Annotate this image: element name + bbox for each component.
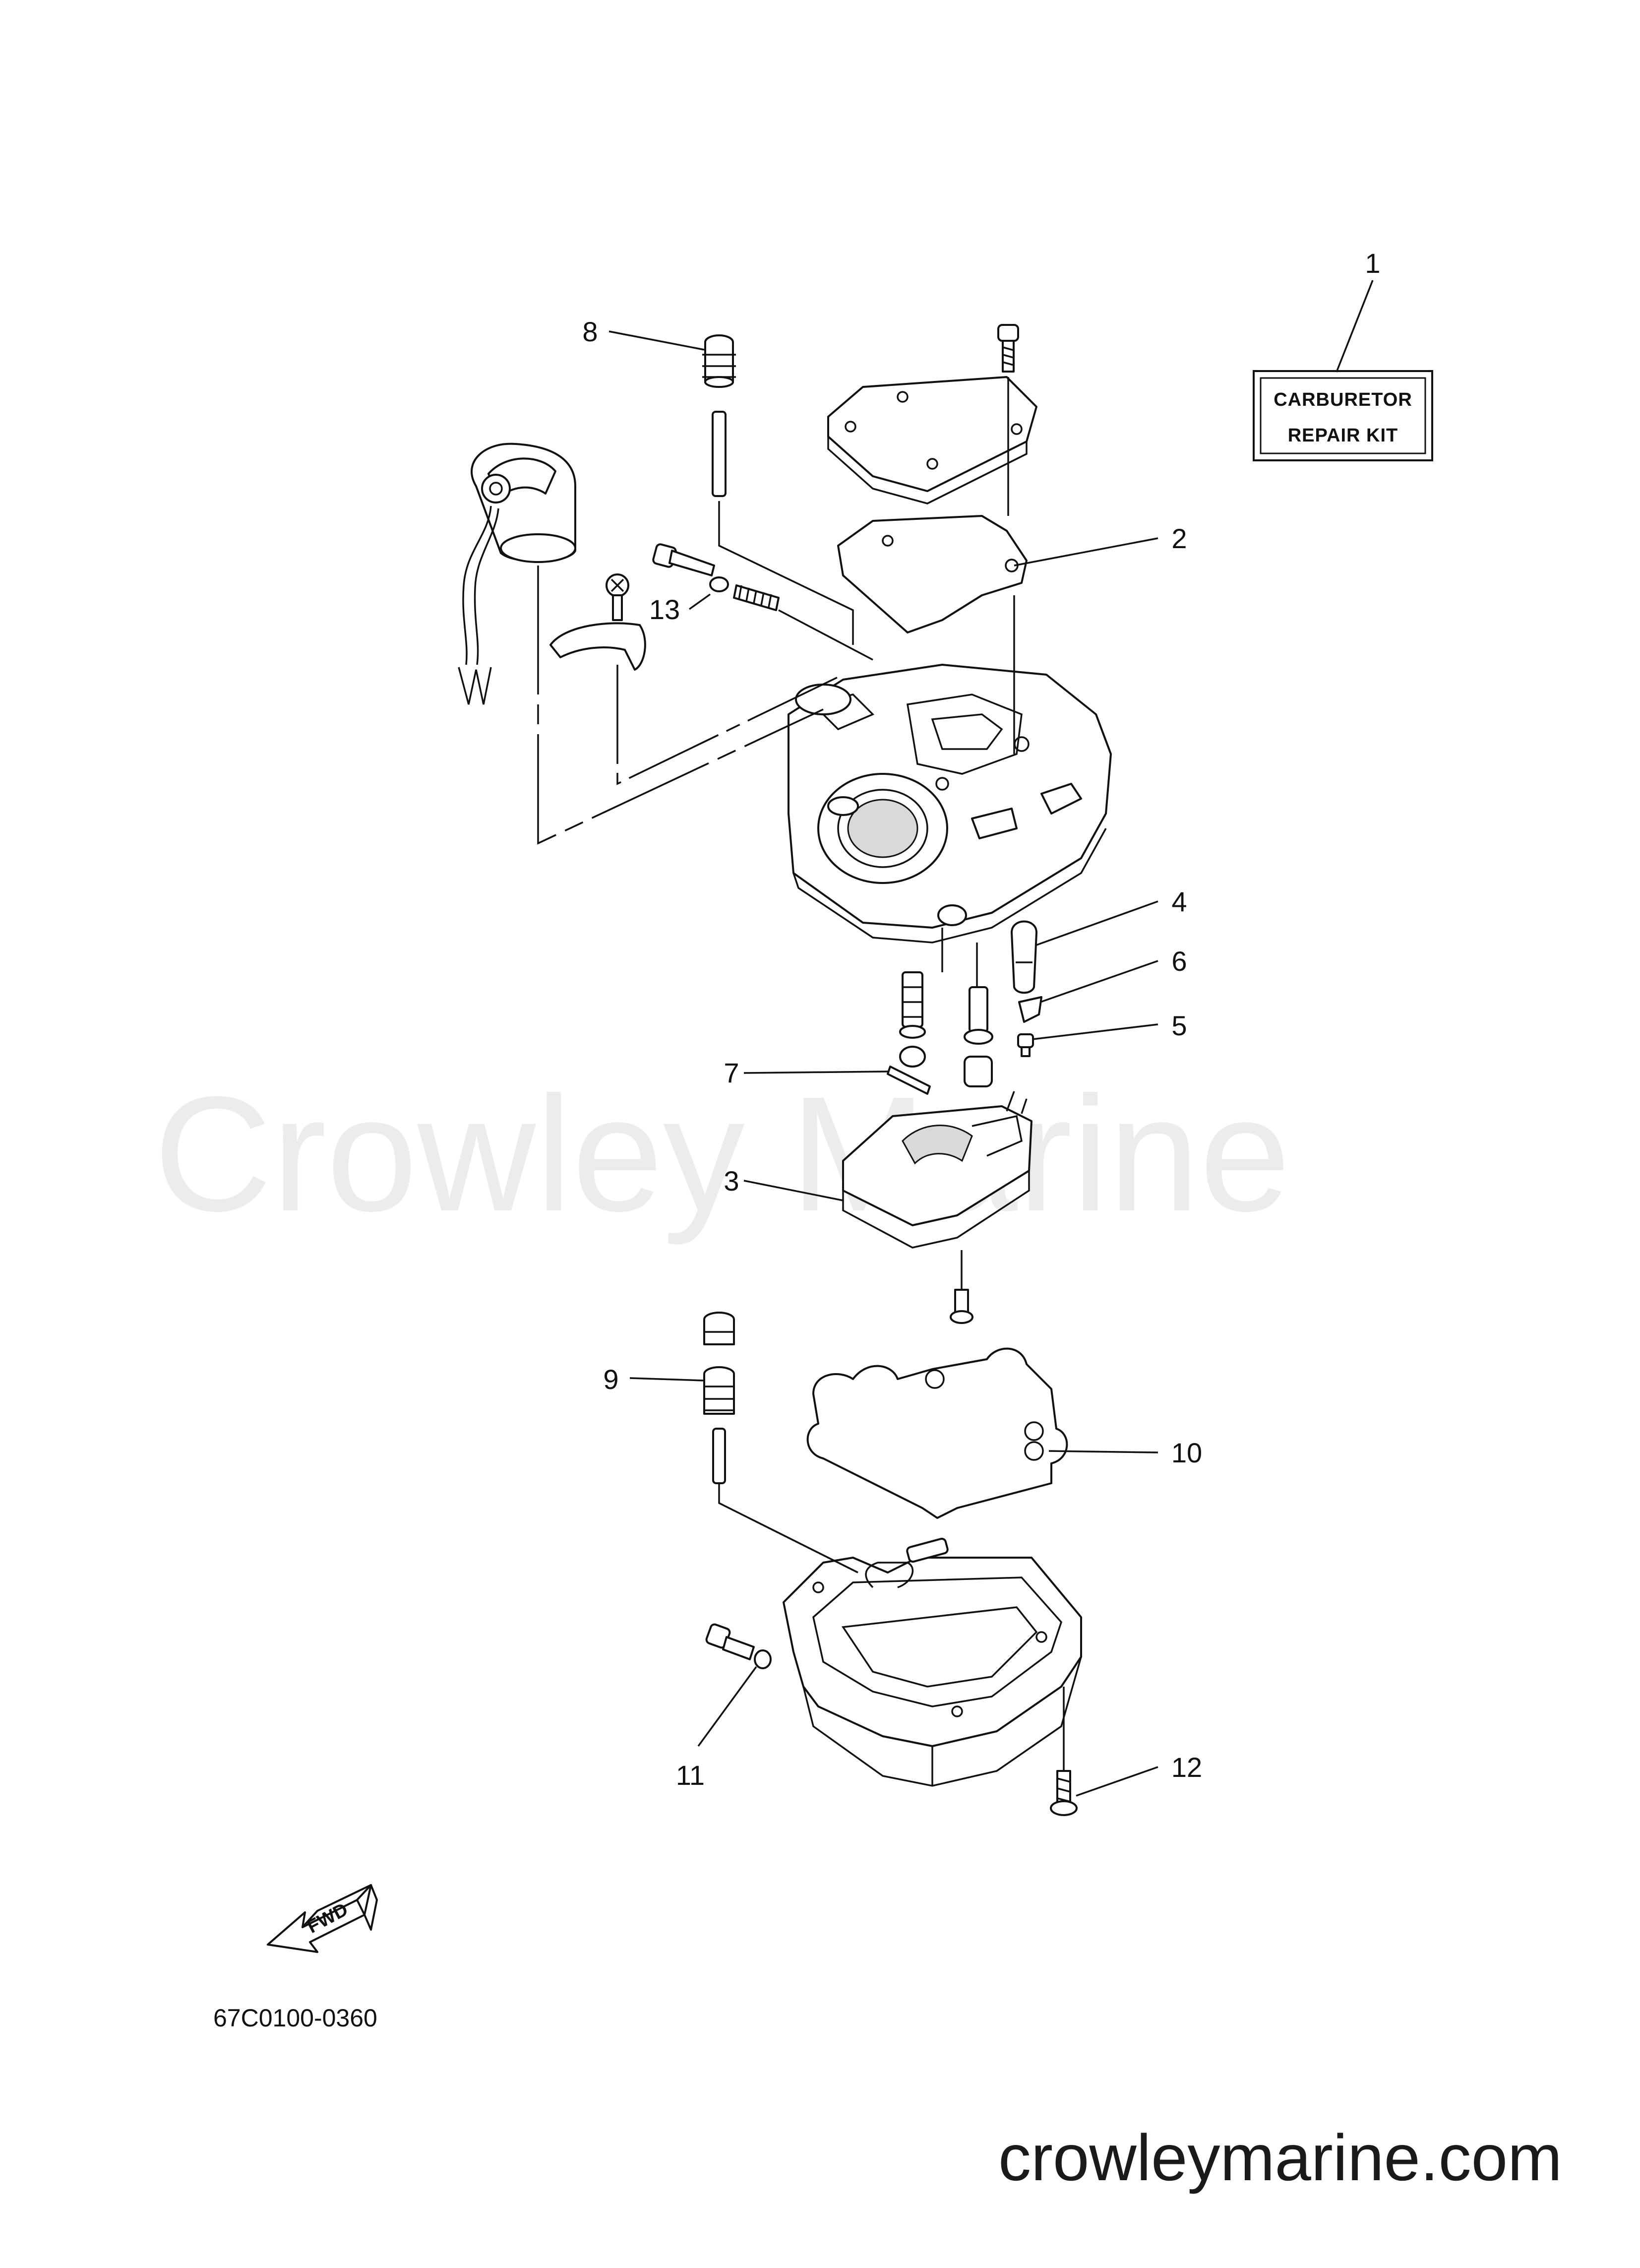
float-pin (887, 1066, 931, 1095)
repair-kit-box: CARBURETOR REPAIR KIT (1253, 370, 1433, 461)
needle-clip (1018, 996, 1042, 1023)
kit-label-line2: REPAIR KIT (1288, 425, 1398, 446)
float-chamber (783, 1537, 1082, 1787)
float-needle (1011, 920, 1037, 994)
callout-11: 11 (676, 1760, 705, 1791)
drain-screw-small (1017, 1033, 1034, 1057)
callout-12: 12 (1171, 1752, 1202, 1783)
drain-screw (705, 1623, 772, 1669)
callout-1: 1 (1365, 248, 1380, 279)
drawing-code: 67C0100-0360 (213, 2004, 377, 2032)
top-cover (827, 376, 1037, 504)
callout-2: 2 (1171, 523, 1187, 554)
float-chamber-gasket (806, 1347, 1068, 1519)
callout-9: 9 (603, 1364, 618, 1395)
watermark-overlay: Crowley Marine (154, 1062, 1290, 1246)
bracket-screw (606, 573, 629, 621)
chamber-screw (1050, 1770, 1078, 1816)
callout-3: 3 (724, 1165, 739, 1197)
cover-screw (997, 324, 1019, 373)
callout-4: 4 (1171, 886, 1187, 917)
float (842, 1091, 1033, 1249)
assembly-lines (537, 280, 1374, 1797)
choke-solenoid (458, 442, 576, 705)
carburetor-body (788, 664, 1112, 944)
pilot-jet (964, 986, 993, 1087)
main-nozzle (899, 971, 926, 1068)
callout-5: 5 (1171, 1010, 1187, 1041)
callout-10: 10 (1171, 1437, 1202, 1468)
bracket (549, 622, 646, 671)
callout-7: 7 (724, 1057, 739, 1088)
fwd-arrow-icon: FWD (267, 1884, 378, 1953)
kit-label-line1: CARBURETOR (1274, 389, 1412, 410)
callout-8: 8 (582, 316, 598, 347)
pilot-screw (652, 543, 780, 611)
callout-numbers: 1 2 3 4 5 6 7 8 9 10 11 12 13 (582, 248, 1380, 1791)
callout-6: 6 (1171, 945, 1187, 977)
callout-13: 13 (649, 594, 680, 625)
gasket (837, 515, 1028, 633)
drain-plug-stack (703, 1312, 735, 1484)
site-watermark: crowleymarine.com (998, 2121, 1562, 2194)
starter-plunger (702, 334, 736, 497)
float-screw (950, 1289, 973, 1324)
